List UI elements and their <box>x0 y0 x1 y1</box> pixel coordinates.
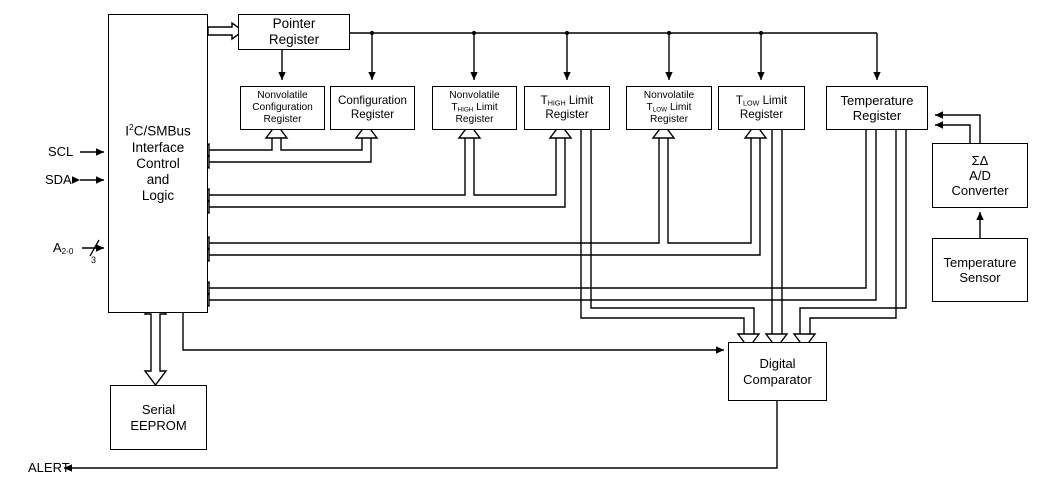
block-digital-comparator: Digital Comparator <box>728 342 827 401</box>
bus1-b-out <box>280 138 363 151</box>
block-configuration-register: Configuration Register <box>330 86 415 130</box>
iface-line-2: Interface <box>131 139 185 155</box>
block-temperature-register: Temperature Register <box>826 86 928 130</box>
pointer-line-2: Register <box>268 32 320 47</box>
nvtlow-line-3: Register <box>650 114 688 126</box>
arrowhead-cmp-a <box>736 333 761 350</box>
adc-line-3: Converter <box>951 183 1009 199</box>
config-line-1: Configuration <box>338 94 407 108</box>
tempreg-line-2: Register <box>852 108 902 123</box>
tempreg-line-1: Temperature <box>840 92 914 108</box>
arrowhead-config-up <box>354 122 379 139</box>
nvtlow-line-2: TLOW Limit <box>646 101 692 114</box>
block-tlow-limit-register: TLOW Limit Register <box>718 86 805 130</box>
bus4-b <box>209 130 877 301</box>
bus-width-label: 3 <box>91 255 97 265</box>
eeprom-line-2: EEPROM <box>130 417 187 433</box>
bus3-b-out <box>667 138 752 244</box>
bus1-b-ret <box>209 138 372 163</box>
block-serial-eeprom: Serial EEPROM <box>110 385 207 450</box>
block-nonvolatile-configuration-register: Nonvolatile Configuration Register <box>240 86 325 130</box>
arrowhead-nvconfig-up <box>264 122 289 139</box>
arrowhead-cmp-c <box>792 333 817 350</box>
wire-adc-to-tempreg-2 <box>935 121 971 143</box>
bus3-b-ret <box>209 138 761 256</box>
bus1-a-out <box>209 138 273 151</box>
tlow-line-1: TLOW Limit <box>735 94 788 108</box>
wire-iface-to-pointer <box>207 21 245 41</box>
iface-line-3: Control <box>136 155 180 171</box>
sensor-line-2: Sensor <box>959 270 1001 285</box>
iface-line-1: I2C/SMBus <box>125 122 191 139</box>
adc-line-2: A/D <box>969 167 991 183</box>
config-line-2: Register <box>350 108 395 121</box>
nvthigh-line-2: THIGH Limit <box>451 101 498 114</box>
bus4-a <box>209 130 867 289</box>
wire-alert <box>64 401 778 472</box>
cmp-in-a1 <box>580 130 745 334</box>
nvconfig-line-1: Nonvolatile <box>257 89 308 101</box>
cmp-in-c1 <box>809 130 897 334</box>
cmp-in-a2 <box>590 130 755 334</box>
block-sigma-delta-adc: ΣΔ A/D Converter <box>932 143 1028 208</box>
bus2-b-ret <box>209 138 566 208</box>
block-pointer-register: Pointer Register <box>238 14 350 50</box>
pin-label-sda: SDA <box>45 172 72 187</box>
sensor-line-1: Temperature <box>943 254 1017 270</box>
nvconfig-line-2: Configuration <box>252 101 313 113</box>
pointer-line-1: Pointer <box>272 16 316 32</box>
comparator-line-1: Digital <box>759 356 796 372</box>
pin-label-a20: A2-0 <box>53 240 74 256</box>
arrowhead-cmp-b <box>764 333 789 350</box>
arrowhead-nvtlow-up <box>651 122 676 139</box>
block-i2c-smbus-interface: I2C/SMBus Interface Control and Logic <box>108 14 208 313</box>
tlow-line-2: Register <box>739 108 784 122</box>
bus3-a-out <box>209 138 660 244</box>
block-nonvolatile-thigh-limit-register: Nonvolatile THIGH Limit Register <box>432 86 517 130</box>
nvthigh-line-3: Register <box>455 114 494 126</box>
block-temperature-sensor: Temperature Sensor <box>932 238 1028 302</box>
bus2-b-out <box>473 138 557 196</box>
cmp-in-c2 <box>799 130 907 334</box>
comparator-line-2: Comparator <box>743 371 812 387</box>
pin-label-alert: ALERT <box>28 460 70 475</box>
pin-label-scl: SCL <box>48 144 74 159</box>
block-thigh-limit-register: THIGH Limit Register <box>524 86 610 130</box>
wire-adc-to-tempreg-1 <box>935 111 981 143</box>
bus2-a-out <box>209 138 466 196</box>
iface-line-4: and <box>146 171 170 187</box>
arrowhead-tlow-up <box>743 122 768 139</box>
nvthigh-line-1: Nonvolatile <box>449 89 500 101</box>
iface-line-5: Logic <box>141 187 175 203</box>
thigh-line-2: Register <box>545 108 589 122</box>
thigh-line-1: THIGH Limit <box>540 94 594 108</box>
arrowhead-thigh-up <box>548 122 573 139</box>
adc-line-1: ΣΔ <box>971 152 989 168</box>
eeprom-line-1: Serial <box>141 402 176 418</box>
nvconfig-line-3: Register <box>263 114 302 126</box>
bus-slash <box>89 239 100 257</box>
nvtlow-line-1: Nonvolatile <box>643 89 695 101</box>
wire-iface-to-comparator <box>182 313 724 354</box>
arrowhead-nvthigh-up <box>457 122 482 139</box>
block-nonvolatile-tlow-limit-register: Nonvolatile TLOW Limit Register <box>626 86 712 130</box>
